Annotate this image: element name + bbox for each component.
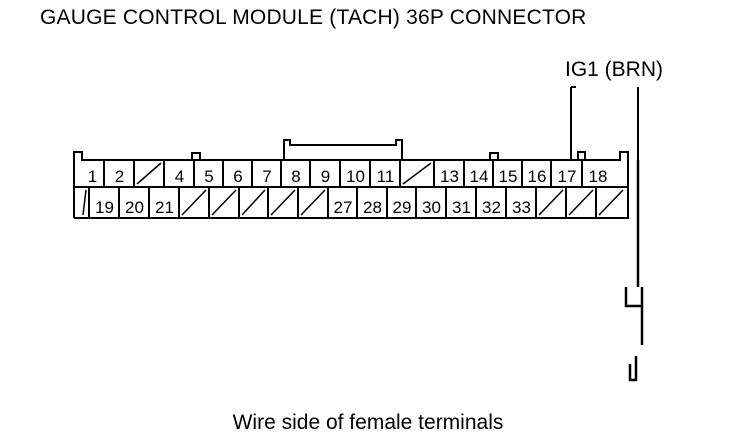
- wire-label: IG1 (BRN): [565, 58, 664, 81]
- terminal-9: 9: [309, 160, 330, 187]
- terminal-number: 27: [334, 198, 353, 217]
- unused-cavity-slash: [211, 189, 237, 216]
- terminal-number: 30: [422, 198, 441, 217]
- terminal-8: 8: [280, 160, 301, 187]
- terminal-10: 10: [339, 160, 365, 187]
- terminal-number: 13: [440, 167, 459, 186]
- unused-cavity-slash: [241, 189, 266, 216]
- terminal-unused: [399, 160, 432, 187]
- terminal-28: 28: [356, 187, 382, 218]
- terminal-31: 31: [445, 187, 471, 218]
- terminal-11: 11: [369, 160, 395, 187]
- unused-cavity-slash: [270, 189, 296, 216]
- terminal-unused: [208, 187, 237, 218]
- locking-tab: [191, 139, 586, 160]
- terminal-number: 2: [115, 167, 124, 186]
- terminal-number: 5: [204, 167, 213, 186]
- terminal-number: 18: [589, 167, 608, 186]
- terminal-15: 15: [492, 160, 518, 187]
- terminal-number: 4: [175, 167, 184, 186]
- terminal-4: 4: [163, 160, 184, 187]
- unused-cavity-slash: [181, 189, 207, 216]
- terminal-17: 17: [550, 160, 577, 187]
- terminal-unused: [178, 187, 207, 218]
- terminal-2: 2: [103, 160, 124, 187]
- terminal-number: 15: [499, 167, 518, 186]
- terminal-number: 29: [393, 198, 412, 217]
- terminal-27: 27: [327, 187, 353, 218]
- terminal-number: 31: [452, 198, 471, 217]
- unused-cavity-slash: [598, 189, 624, 216]
- ig1-wire: [570, 86, 640, 287]
- terminal-33: 33: [505, 187, 531, 218]
- unused-cavity-slash: [82, 189, 87, 216]
- terminal-unused: [267, 187, 296, 218]
- terminal-unused: [238, 187, 266, 218]
- terminal-14: 14: [463, 160, 489, 187]
- terminal-number: 11: [377, 167, 395, 186]
- diagram-title: GAUGE CONTROL MODULE (TACH) 36P CONNECTO…: [40, 6, 587, 29]
- terminal-unused: [82, 189, 87, 216]
- terminal-unused: [565, 187, 594, 218]
- diagram-caption: Wire side of female terminals: [232, 411, 504, 434]
- terminal-number: 1: [88, 167, 97, 186]
- terminal-21: 21: [148, 187, 174, 218]
- terminal-5: 5: [193, 160, 214, 187]
- terminal-number: 10: [346, 167, 365, 186]
- terminal-number: 33: [512, 198, 531, 217]
- unused-cavity-slash: [568, 189, 594, 216]
- terminal-unused: [535, 187, 564, 218]
- terminal-unused: [297, 187, 326, 218]
- terminal-number: 19: [95, 198, 114, 217]
- terminal-row-2: 19 20 21 27 28 29 30 31 32 33: [82, 187, 624, 218]
- terminal-number: 6: [233, 167, 242, 186]
- unused-cavity-slash: [402, 162, 432, 185]
- terminal-1: 1: [88, 167, 97, 186]
- terminal-number: 17: [558, 167, 577, 186]
- terminal-32: 32: [475, 187, 501, 218]
- terminal-number: 7: [262, 167, 271, 186]
- terminal-number: 14: [470, 167, 489, 186]
- terminal-13: 13: [433, 160, 459, 187]
- terminal-19: 19: [88, 187, 114, 218]
- terminal-number: 21: [155, 198, 174, 217]
- unused-cavity-slash: [538, 189, 564, 216]
- terminal-29: 29: [386, 187, 412, 218]
- terminal-20: 20: [118, 187, 144, 218]
- terminal-18: 18: [581, 160, 608, 187]
- terminal-7: 7: [251, 160, 272, 187]
- terminal-number: 32: [482, 198, 501, 217]
- terminal-number: 28: [363, 198, 382, 217]
- terminal-number: 20: [125, 198, 144, 217]
- terminal-unused: [595, 187, 624, 218]
- terminal-number: 9: [321, 167, 330, 186]
- terminal-16: 16: [521, 160, 547, 187]
- terminal-number: 16: [528, 167, 547, 186]
- ground-symbol: [624, 287, 644, 382]
- unused-cavity-slash: [136, 162, 162, 185]
- terminal-6: 6: [222, 160, 243, 187]
- terminal-number: 8: [291, 167, 300, 186]
- terminal-unused: [133, 160, 162, 187]
- unused-cavity-slash: [300, 189, 326, 216]
- terminal-30: 30: [415, 187, 441, 218]
